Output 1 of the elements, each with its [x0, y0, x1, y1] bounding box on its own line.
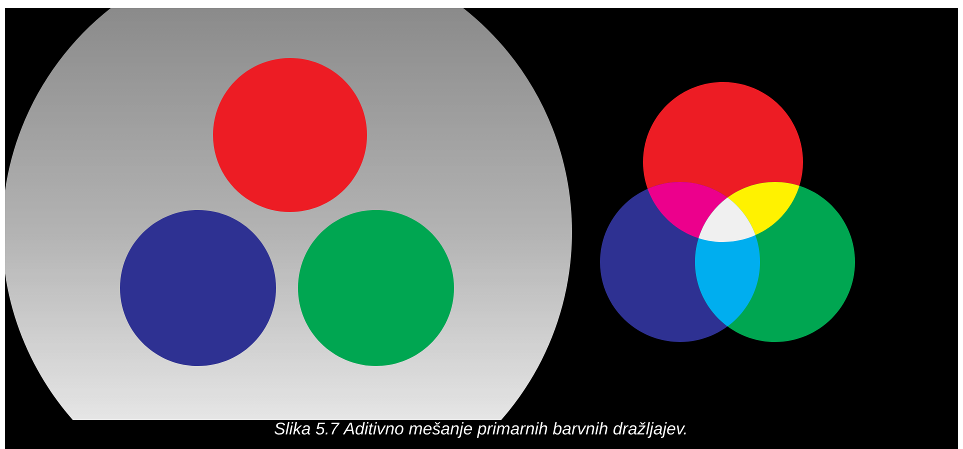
caption: Slika 5.7 Aditivno mešanje primarnih barvnih dražljajev. — [274, 422, 686, 438]
